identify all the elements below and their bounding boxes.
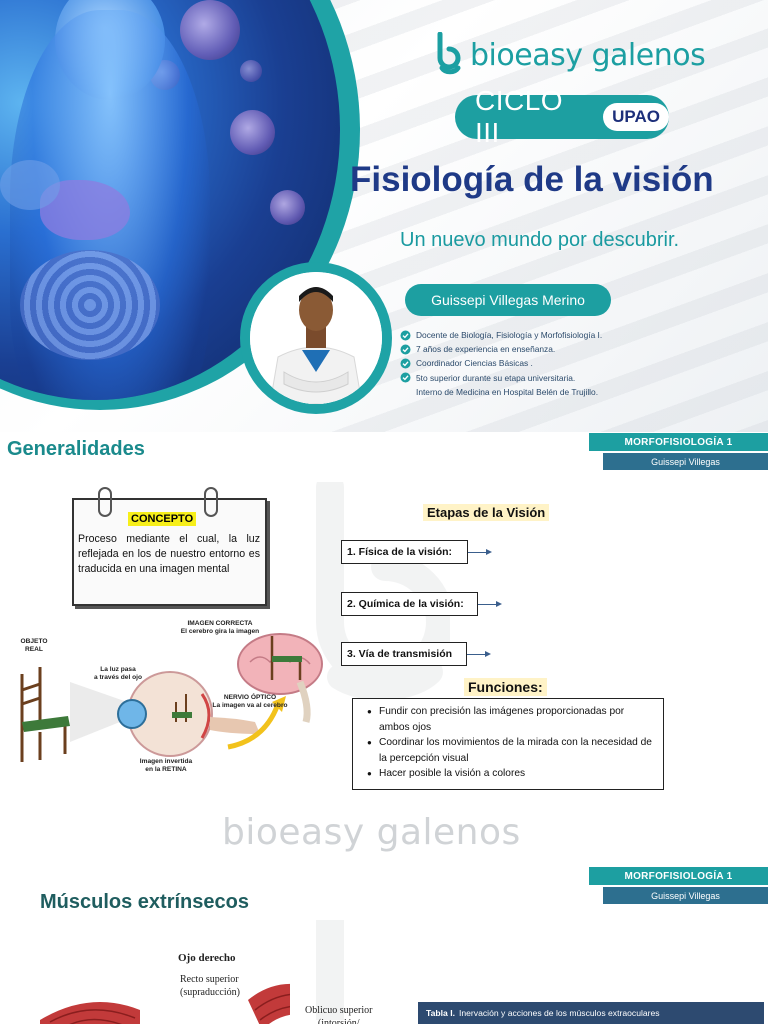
teacher-tag: Guissepi Villegas <box>603 453 768 470</box>
ciclo-label: CICLO III <box>475 85 564 148</box>
presenter-name: Guissepi Villegas Merino <box>405 284 611 316</box>
recto-superior-label: Recto superior (supraducción) <box>180 974 240 998</box>
arrow-right-icon <box>468 549 492 555</box>
upao-badge: UPAO <box>603 103 669 131</box>
etapas-title: Etapas de la Visión <box>423 504 550 521</box>
funciones-box: Fundir con precisión las imágenes propor… <box>352 698 664 790</box>
tagline: Un nuevo mundo por descubrir. <box>400 229 680 251</box>
watermark-text: bioeasy galenos <box>222 812 521 853</box>
slide-title: Generalidades <box>7 438 145 460</box>
watermark-logo-icon <box>316 920 344 1020</box>
brand-name: bioeasy galenos <box>470 37 706 73</box>
teacher-tag: Guissepi Villegas <box>603 887 768 904</box>
objeto-real-label: OBJETO REAL <box>20 638 48 653</box>
presenter-photo <box>250 272 382 404</box>
etapa-step: 1. Física de la visión: <box>341 540 468 564</box>
nervio-optico-label: NERVIO ÓPTICO La imagen va al cerebro <box>212 694 288 709</box>
bio-item: 7 años de experiencia en enseñanza. <box>400 342 602 356</box>
ojo-derecho-label: Ojo derecho <box>178 952 236 964</box>
table-caption: Tabla I. Inervación y acciones de los mú… <box>418 1002 764 1024</box>
list-item: Hacer posible la visión a colores <box>367 766 655 782</box>
bio-item: Docente de Biología, Fisiología y Morfof… <box>400 328 602 342</box>
ciclo-badge: CICLO III UPAO <box>455 85 669 148</box>
musculos-slide: Músculos extrínsecos MORFOFISIOLOGÍA 1 G… <box>0 865 768 1024</box>
list-item: Coordinar los movimientos de la mirada c… <box>367 735 655 766</box>
funciones-title: Funciones: <box>464 678 547 696</box>
bioeasy-logo-icon <box>437 32 461 75</box>
page-title: Fisiología de la visión <box>350 160 714 199</box>
course-tag: MORFOFISIOLOGÍA 1 <box>589 433 768 451</box>
table-caption-text: Inervación y acciones de los músculos ex… <box>458 1008 660 1018</box>
brand-logo: bioeasy galenos <box>434 32 706 78</box>
check-icon <box>400 372 411 383</box>
slide-title: Músculos extrínsecos <box>40 891 249 913</box>
imagen-correcta-label: IMAGEN CORRECTA El cerebro gira la image… <box>180 620 260 635</box>
course-tag: MORFOFISIOLOGÍA 1 <box>589 867 768 885</box>
concept-label: CONCEPTO <box>128 512 197 526</box>
cover-slide: bioeasy galenos CICLO III UPAO Fisiologí… <box>0 0 768 432</box>
presenter-bio-list: Docente de Biología, Fisiología y Morfof… <box>400 328 602 399</box>
etapa-step: 3. Vía de transmisión <box>341 642 467 666</box>
concept-text: Proceso mediante el cual, la luz refleja… <box>78 533 260 575</box>
imagen-invertida-label: Imagen invertida en la RETINA <box>139 758 193 773</box>
bio-item: Coordinador Ciencias Básicas . <box>400 356 602 370</box>
etapa-step: 2. Química de la visión: <box>341 592 478 616</box>
eye-diagram-illustration <box>20 633 323 762</box>
paperclip-icon <box>204 487 218 517</box>
generalidades-slide: bioeasy galenos Generalidades MORFOFISIO… <box>0 432 768 865</box>
check-icon <box>400 358 411 369</box>
arrow-right-icon <box>467 651 491 657</box>
luz-pasa-label: La luz pasa a través del ojo <box>93 666 142 681</box>
eye-muscles-illustration <box>40 984 290 1024</box>
paperclip-icon <box>98 487 112 517</box>
bio-item: 5to superior durante su etapa universita… <box>400 371 602 385</box>
arrow-right-icon <box>478 601 502 607</box>
bio-item: Interno de Medicina en Hospital Belén de… <box>416 386 599 397</box>
vision-diagram: OBJETO REAL La luz pasa a través del ojo… <box>10 620 335 782</box>
check-icon <box>400 330 411 341</box>
list-item: Fundir con precisión las imágenes propor… <box>367 704 655 735</box>
table-label: Tabla I. <box>426 1008 455 1018</box>
oblicuo-superior-label: Oblicuo superior (intorsión/ <box>305 1005 373 1024</box>
funciones-list: Fundir con precisión las imágenes propor… <box>367 704 655 782</box>
check-icon <box>400 344 411 355</box>
